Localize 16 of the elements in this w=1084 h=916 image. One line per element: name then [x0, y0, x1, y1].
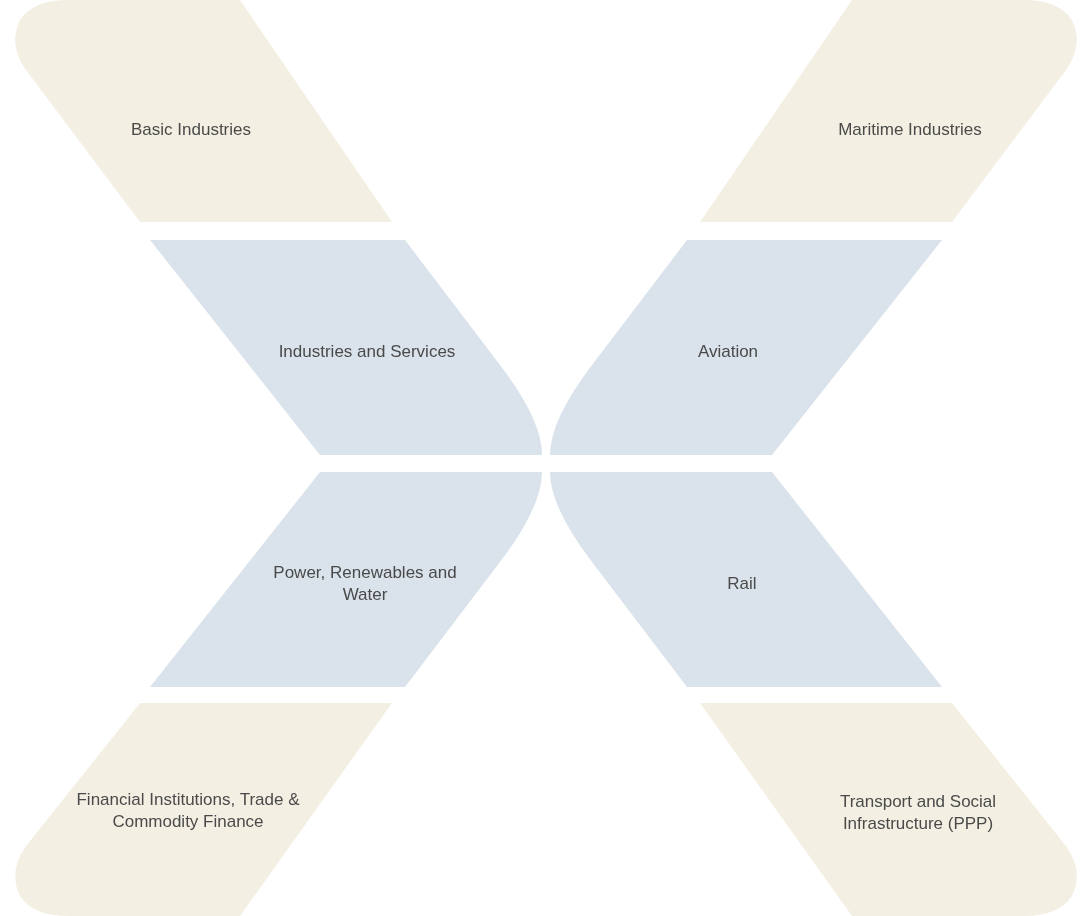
segment-label: Maritime Industries	[837, 119, 983, 141]
segment-label: Power, Renewables and Water	[272, 562, 458, 606]
parallelogram-shape	[150, 240, 542, 455]
parallelogram-shape	[150, 472, 542, 687]
segment-label: Transport and Social Infrastructure (PPP)	[838, 791, 998, 835]
segment-label: Financial Institutions, Trade & Commodity Finance	[75, 789, 301, 833]
segment-label: Basic Industries	[130, 119, 252, 141]
parallelogram-shape	[15, 703, 392, 916]
parallelogram-shape	[550, 240, 942, 455]
parallelogram-shape	[700, 703, 1077, 916]
segment-label: Rail	[726, 573, 758, 595]
segment-label: Industries and Services	[277, 341, 457, 363]
segment-label: Aviation	[696, 341, 760, 363]
parallelogram-shape	[15, 0, 392, 222]
parallelogram-shape	[700, 0, 1077, 222]
parallelogram-shape	[550, 472, 942, 687]
